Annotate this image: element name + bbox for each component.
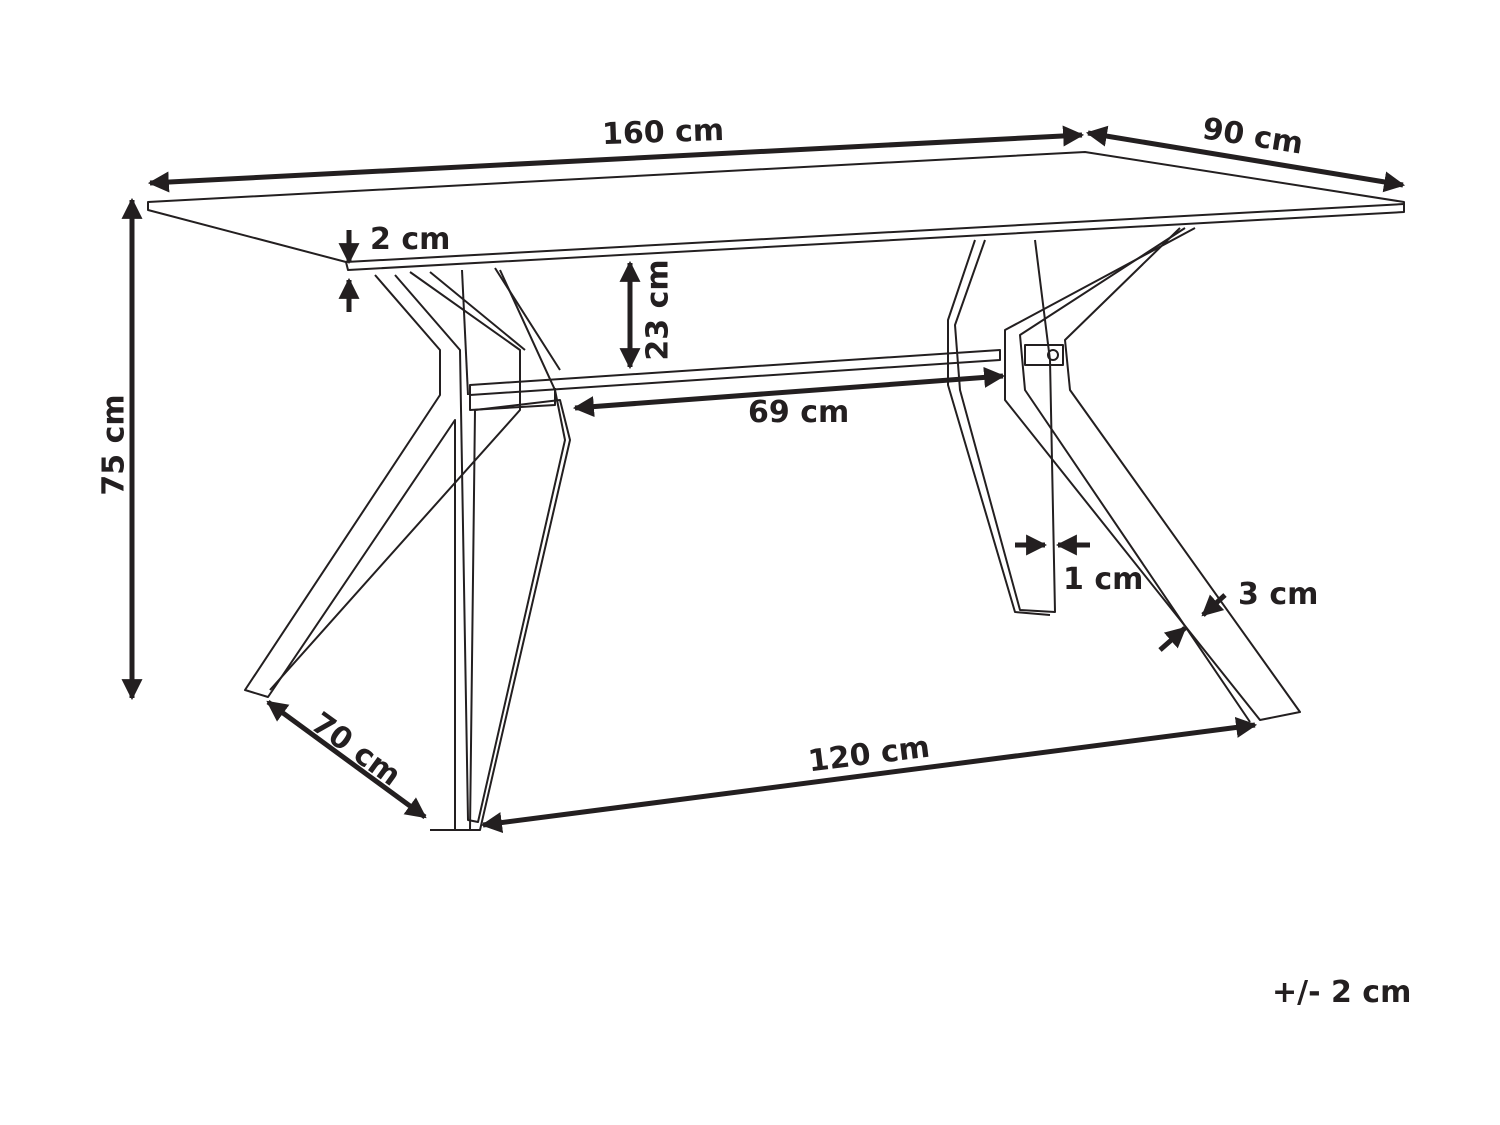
tolerance-note: +/- 2 cm bbox=[1272, 975, 1412, 1010]
arrow-crossbar bbox=[572, 366, 1006, 418]
label-top-thickness: 2 cm bbox=[370, 222, 451, 257]
arrow-leg-width-bottom bbox=[1158, 626, 1187, 652]
arrow-base-span bbox=[480, 717, 1258, 833]
arrow-base-depth bbox=[266, 699, 427, 820]
label-leg-thickness: 1 cm bbox=[1063, 562, 1144, 597]
arrow-width bbox=[1085, 125, 1406, 193]
label-crossbar: 69 cm bbox=[748, 395, 850, 430]
label-length: 160 cm bbox=[601, 112, 725, 153]
label-apron-depth: 23 cm bbox=[640, 259, 676, 361]
arrow-leg-width-top bbox=[1201, 593, 1227, 617]
dimension-arrows bbox=[121, 125, 1406, 833]
label-height: 75 cm bbox=[96, 394, 132, 496]
arrow-length bbox=[147, 125, 1085, 193]
table-outline bbox=[147, 151, 1405, 831]
label-leg-width: 3 cm bbox=[1238, 577, 1319, 612]
